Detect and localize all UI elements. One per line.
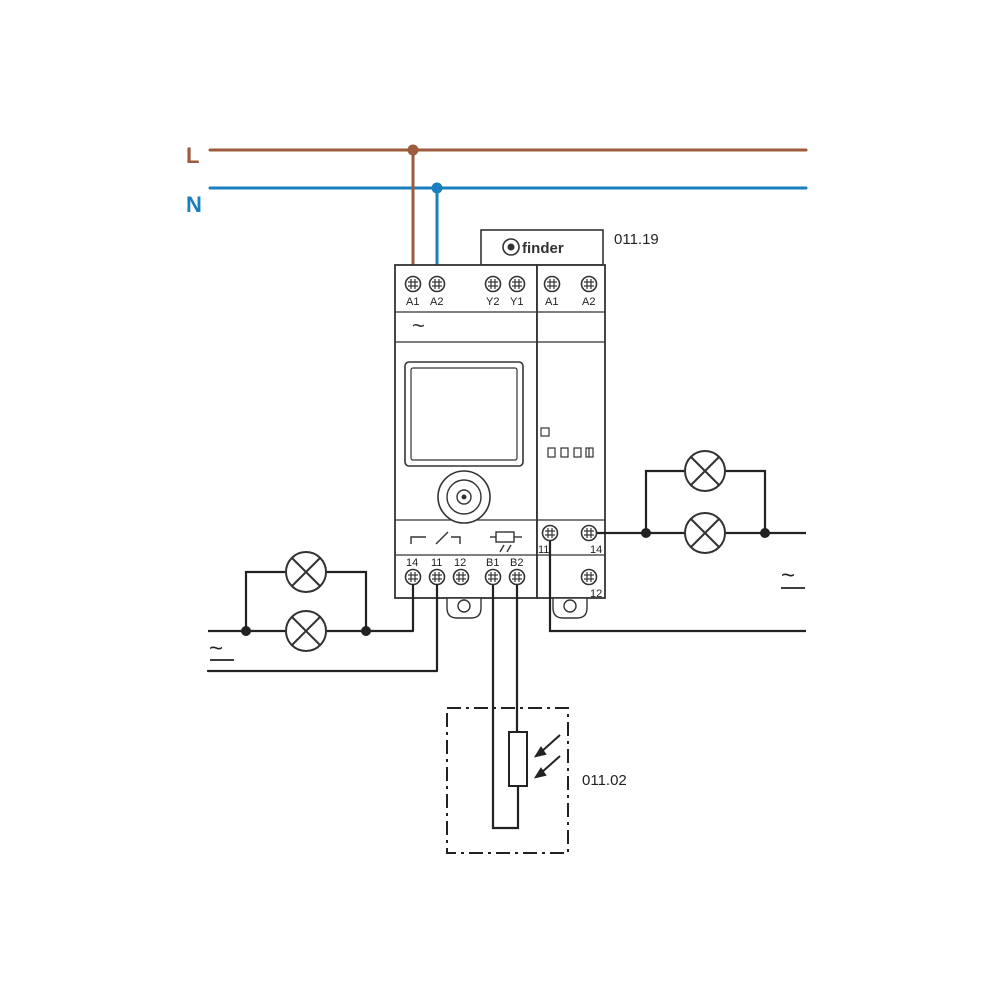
ac-symbol-label: ~ [412,313,425,338]
expansion-a1-screw-icon[interactable] [543,275,561,293]
terminal-a1-screw-icon[interactable] [404,275,422,293]
neutral-junction [431,182,443,194]
terminal-y1-label: Y1 [510,296,523,308]
terminal-b1-screw-icon[interactable] [484,568,502,586]
phase-label: L [186,143,199,168]
terminal-y2-screw-icon[interactable] [484,275,502,293]
neutral-label: N [186,192,202,217]
sensor-resistor-icon [508,731,528,787]
adjust-knob-icon[interactable] [437,470,491,524]
expansion-14-label: 14 [590,544,602,556]
terminal-y2-label: Y2 [486,296,499,308]
brand-tab [480,229,604,266]
left-junction-a [241,626,251,636]
terminal-a2-label: A2 [430,296,443,308]
terminal-14-screw-icon[interactable] [404,568,422,586]
left-upper-lamp-icon [285,551,327,593]
expansion-model-label: 011.19 [614,231,659,248]
main-din-clip-icon [446,597,482,619]
phase-junction [407,144,419,156]
brand-label: finder [522,240,564,257]
terminal-b1-label: B1 [486,557,499,569]
left-supply-symbol: ~ [209,635,223,662]
expansion-a2-label: A2 [582,296,595,308]
terminal-b2-screw-icon[interactable] [508,568,526,586]
right-lower-lamp-icon [684,512,726,554]
expansion-11-screw-icon[interactable] [541,524,559,542]
right-junction-b [760,528,770,538]
terminal-14-label: 14 [406,557,418,569]
terminal-11-screw-icon[interactable] [428,568,446,586]
right-upper-lamp-icon [684,450,726,492]
dip-switches-icon[interactable] [547,447,594,458]
terminal-y1-screw-icon[interactable] [508,275,526,293]
expansion-14-screw-icon[interactable] [580,524,598,542]
expansion-12-label: 12 [590,588,602,600]
expansion-12-screw-icon[interactable] [580,568,598,586]
terminal-a1-label: A1 [406,296,419,308]
sensor-enclosure [446,707,569,854]
light-arrows-icon [533,734,561,779]
left-lower-lamp-icon [285,610,327,652]
expansion-a2-screw-icon[interactable] [580,275,598,293]
finder-logo-icon [502,238,520,256]
right-supply-symbol: ~ [781,562,795,589]
terminal-a2-screw-icon[interactable] [428,275,446,293]
terminal-12-screw-icon[interactable] [452,568,470,586]
terminal-12-label: 12 [454,557,466,569]
relay-display-screen [410,367,518,461]
expansion-led-icon [540,427,550,437]
light-sensor-symbol-icon [490,531,522,553]
changeover-contact-icon [410,531,461,545]
expansion-11-label: 11 [538,544,549,556]
expansion-din-clip-icon [552,597,588,619]
left-junction-b [361,626,371,636]
terminal-11-label: 11 [431,557,442,569]
right-junction-a [641,528,651,538]
sensor-wires [491,585,520,830]
terminal-b2-label: B2 [510,557,523,569]
sensor-model-label: 011.02 [582,772,627,789]
expansion-a1-label: A1 [545,296,558,308]
